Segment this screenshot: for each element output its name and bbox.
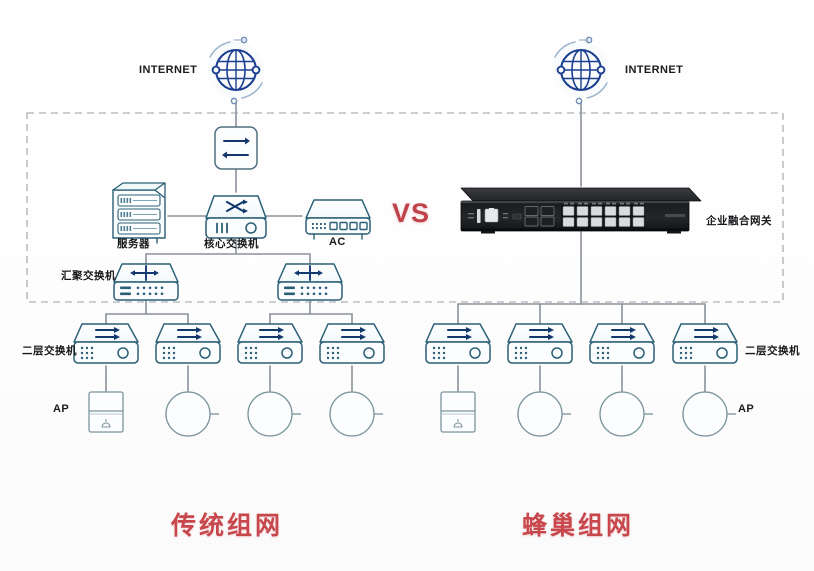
access-switch-label-right: 二层交换机 [745, 345, 800, 357]
layer2-switch-icon [237, 323, 303, 364]
ap-panel-icon [440, 391, 476, 433]
layer2-switch-icon [507, 323, 573, 364]
ap-dome-icon [329, 391, 383, 437]
ap-dome-icon [247, 391, 301, 437]
access-switch-label-left: 二层交换机 [22, 345, 77, 357]
ac-controller-icon [305, 199, 371, 240]
ap-panel-icon [88, 391, 124, 433]
router-icon [214, 126, 258, 170]
globe-icon-right [553, 36, 609, 105]
core-switch-label: 核心交换机 [204, 238, 259, 250]
ap-dome-icon [517, 391, 571, 437]
ap-dome-icon [599, 391, 653, 437]
internet-label-left: INTERNET [139, 64, 198, 76]
layer2-switch-icon [155, 323, 221, 364]
layer2-switch-icon [589, 323, 655, 364]
core-layer-boundary [26, 112, 784, 303]
layer2-switch-icon [319, 323, 385, 364]
aggregation-switch-label: 汇聚交换机 [61, 270, 116, 282]
gateway-label: 企业融合网关 [706, 215, 772, 227]
title-traditional-networking: 传统组网 [171, 511, 284, 540]
server-icon [112, 182, 166, 244]
server-label: 服务器 [117, 238, 150, 250]
internet-label-right: INTERNET [625, 64, 684, 76]
ap-label-left: AP [53, 403, 70, 415]
layer2-switch-icon [425, 323, 491, 364]
enterprise-gateway-icon [460, 187, 702, 234]
title-honeycomb-networking: 蜂巢组网 [522, 511, 635, 540]
aggregation-switch-icon [277, 263, 343, 301]
ap-dome-icon [165, 391, 219, 437]
ac-label: AC [329, 236, 346, 248]
vs-label: VS [392, 198, 431, 228]
layer2-switch-icon [73, 323, 139, 364]
ap-dome-icon [682, 391, 736, 437]
connection-lines [105, 102, 706, 393]
aggregation-switch-icon [113, 263, 179, 301]
core-switch-icon [205, 195, 267, 239]
layer2-switch-icon [672, 323, 738, 364]
globe-icon-left [208, 36, 264, 105]
ap-label-right: AP [738, 403, 755, 415]
